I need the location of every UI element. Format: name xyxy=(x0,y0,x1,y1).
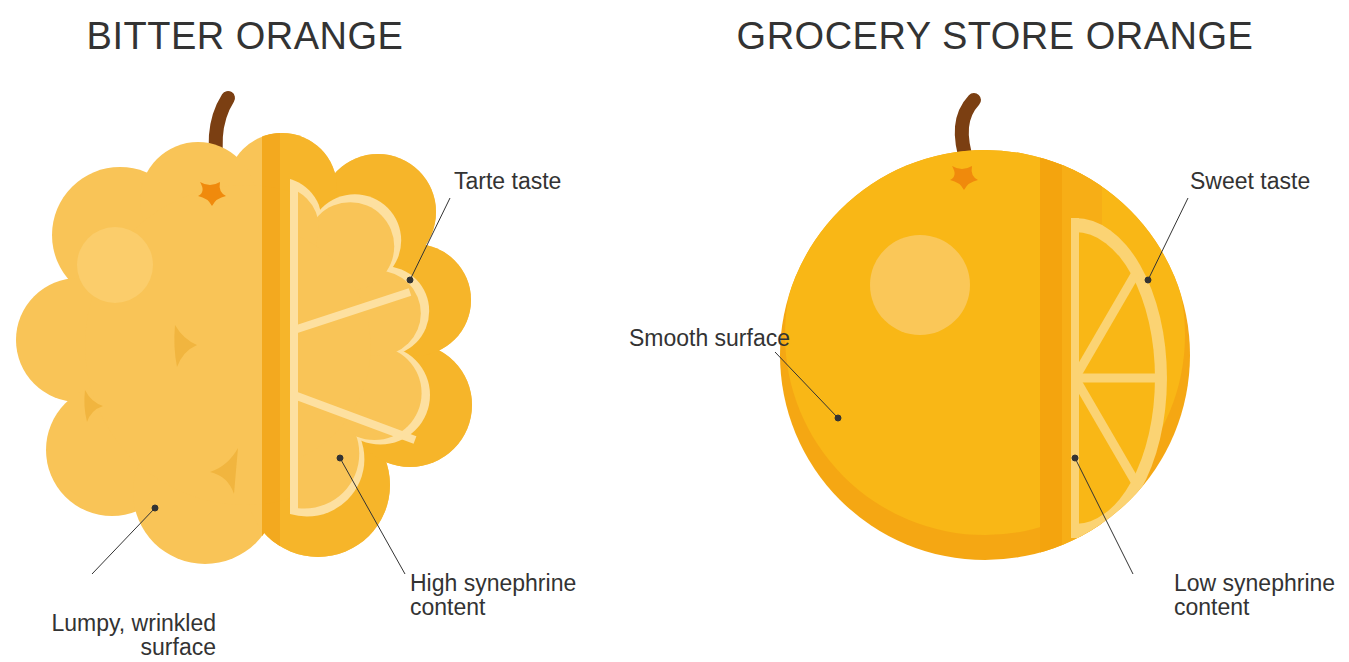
grocery-orange-band xyxy=(1040,140,1062,580)
slice-segment xyxy=(294,292,410,330)
bitter-orange-rind xyxy=(262,133,472,564)
calyx xyxy=(198,182,226,206)
callout-label: Low synephrine content xyxy=(1174,571,1349,619)
highlight xyxy=(77,227,153,303)
callout-label: Tarte taste xyxy=(454,169,561,193)
leader-dot xyxy=(1145,277,1151,283)
leader-lines xyxy=(92,198,1188,574)
callout-label: Smooth surface xyxy=(560,326,790,350)
wrinkle-mark xyxy=(210,448,238,494)
wrinkle-mark xyxy=(84,390,103,422)
fruit-heading: GROCERY STORE ORANGE xyxy=(700,14,1290,58)
bitter-orange-body xyxy=(16,133,472,564)
callout-label: High synephrine content xyxy=(410,571,590,619)
grocery-orange-body xyxy=(785,135,1185,535)
calyx xyxy=(950,166,978,190)
highlight xyxy=(870,235,970,335)
slice-segment xyxy=(1075,378,1136,483)
bitter-slice-outline xyxy=(290,177,430,522)
slice-segment xyxy=(1075,374,1158,383)
leader-dot xyxy=(337,455,343,461)
leader-dot xyxy=(835,415,841,421)
leader-line xyxy=(340,458,405,574)
slice-segment xyxy=(1075,273,1136,378)
leader-line xyxy=(1148,198,1188,280)
bitter-orange xyxy=(16,98,472,564)
grocery-orange-clip xyxy=(785,135,1185,580)
grocery-orange xyxy=(780,100,1190,580)
leader-line xyxy=(410,198,450,280)
bitter-orange-band xyxy=(262,133,280,564)
bitter-slice-flesh xyxy=(298,186,422,514)
bitter-orange-band-fill xyxy=(262,133,280,564)
leader-line xyxy=(775,352,838,418)
leader-line xyxy=(92,508,155,574)
bitter-orange-cut-half xyxy=(262,133,472,564)
leader-dot xyxy=(1072,455,1078,461)
wrinkle-mark xyxy=(174,325,197,367)
leader-line xyxy=(1075,458,1133,574)
slice-rim xyxy=(1075,218,1167,538)
slice-rim xyxy=(290,177,430,522)
leader-dot xyxy=(152,505,158,511)
slice-segment xyxy=(294,395,415,440)
callout-label: Sweet taste xyxy=(1190,169,1310,193)
leader-dot xyxy=(407,277,413,283)
slice-edge xyxy=(1071,218,1079,538)
callout-label: Lumpy, wrinkled surface xyxy=(14,611,216,659)
slice-flesh xyxy=(298,186,422,514)
fruit-heading: BITTER ORANGE xyxy=(60,14,430,58)
